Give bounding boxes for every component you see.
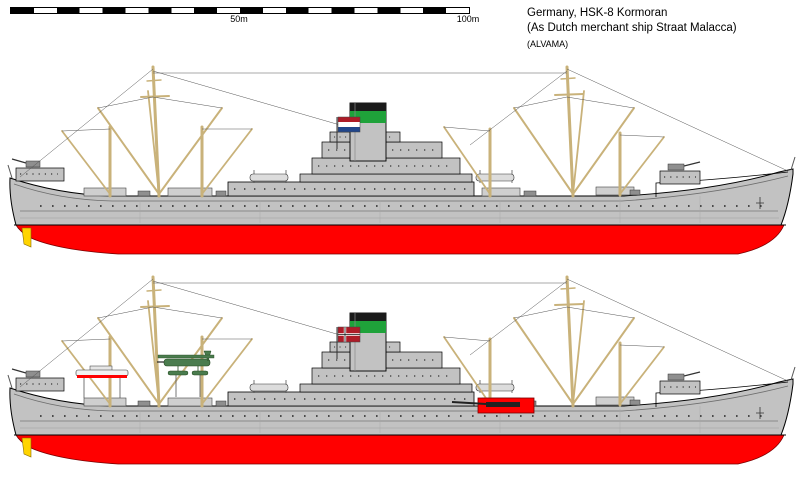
title-line-2: (As Dutch merchant ship Straat Malacca) (527, 21, 737, 34)
attribution: (ALVAMA) (527, 38, 569, 49)
title-block: Germany, HSK-8 Kormoran (As Dutch mercha… (527, 6, 737, 51)
ship-profile-revealed (6, 275, 797, 466)
dutch-flag (336, 116, 361, 149)
title-line-1: Germany, HSK-8 Kormoran (527, 7, 668, 19)
scale-label-100m: 100m (456, 14, 480, 24)
scale-label-50m: 50m (230, 14, 248, 24)
german-naval-ensign (336, 326, 361, 359)
scale-bar (10, 7, 470, 14)
concealed-gun-panel (451, 397, 535, 414)
motor-launch (75, 365, 129, 398)
seaplane (157, 350, 215, 397)
ship-profile-disguised (6, 65, 797, 256)
